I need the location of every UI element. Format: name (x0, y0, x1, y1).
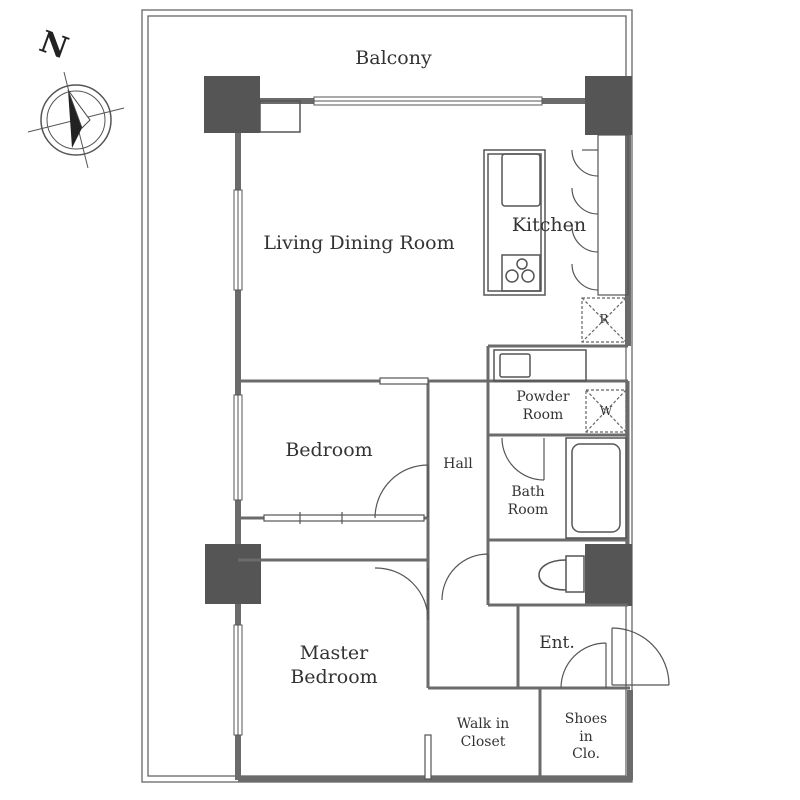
hall-label: Hall (443, 456, 473, 472)
structural-columns (204, 76, 632, 606)
shoes-closet-label: Shoes in Clo. (564, 711, 608, 762)
kitchen-island (483, 149, 546, 296)
refrigerator-mark: R (599, 312, 609, 326)
toilet (538, 555, 585, 593)
bath-room-label: Bath Room (507, 484, 549, 518)
refrigerator-space (581, 297, 627, 343)
entrance-label: Ent. (539, 633, 575, 653)
sliding-doors (263, 377, 432, 780)
powder-vanity (493, 349, 587, 382)
master-bedroom-label: Master Bedroom (290, 642, 378, 688)
bathtub (565, 437, 627, 539)
powder-room-label: Powder Room (516, 389, 570, 423)
balcony-label: Balcony (355, 47, 432, 69)
washer-space (585, 389, 627, 433)
windows (233, 96, 543, 736)
compass-rose-icon (27, 71, 125, 169)
kitchen-label: Kitchen (511, 214, 587, 236)
cabinet (259, 100, 301, 133)
swing-doors (374, 437, 670, 689)
living-dining-label: Living Dining Room (263, 232, 455, 254)
washer-mark: W (599, 404, 613, 418)
kitchen-cabinets (571, 134, 629, 296)
bedroom-label: Bedroom (285, 439, 373, 461)
walk-in-closet-label: Walk in Closet (456, 716, 510, 750)
